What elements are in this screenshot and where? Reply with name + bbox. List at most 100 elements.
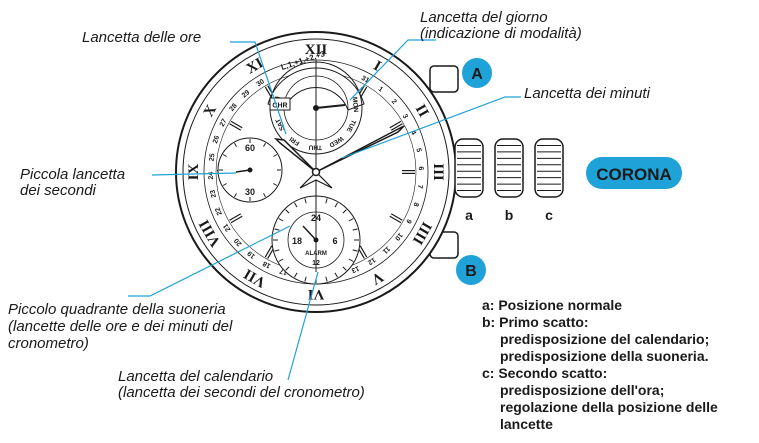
legend-b-title: b: Primo scatto: (482, 314, 589, 330)
alarm-tick (352, 228, 358, 231)
roman-numeral: III (430, 163, 446, 181)
day-label: MON (351, 97, 359, 113)
leader-calendar-hand (287, 271, 319, 381)
alarm-tick (274, 228, 280, 231)
pusher-a-label: A (471, 66, 483, 83)
crown-label-a: a (465, 207, 473, 223)
small-seconds-60: 60 (245, 143, 255, 153)
callout-calendar-hand-2: (lancetta dei secondi del cronometro) (118, 384, 365, 401)
alarm-tick (342, 209, 347, 214)
alarm-tick (274, 249, 280, 252)
leader-small-seconds (151, 172, 237, 176)
crown-position-c (534, 138, 564, 198)
legend-a: a: Posizione normale (482, 297, 622, 313)
leader-day-hand (349, 39, 436, 101)
main-hands (273, 60, 405, 272)
date-number: 19 (246, 249, 257, 259)
corona-badge (586, 157, 682, 189)
callout-hour-hand: Lancetta delle ore (82, 29, 201, 46)
date-number: 9 (404, 218, 412, 225)
seconds-tick (222, 154, 227, 157)
date-number: 31 (360, 75, 370, 85)
seconds-tick (263, 142, 266, 147)
date-number: 11 (381, 245, 391, 255)
date-number: 10 (393, 231, 403, 242)
alarm-tick (325, 276, 328, 282)
legend-b-2: predisposizione della suoneria. (500, 348, 709, 364)
leader-minute-hand (341, 96, 521, 159)
hour-hand (273, 137, 317, 173)
day-hand (315, 104, 346, 109)
callout-alarm-dial-1: Piccolo quadrante della suoneria (8, 301, 226, 318)
alarm-tick (352, 249, 358, 252)
date-number: 23 (210, 189, 218, 198)
callout-day-hand-2: (indicazione di modalità) (420, 25, 582, 42)
seconds-tick (263, 193, 266, 198)
crown-positions: a b c (454, 138, 564, 223)
date-number: 7 (416, 184, 423, 189)
date-number: 30 (255, 78, 265, 88)
alarm-tick (304, 276, 307, 282)
alarm-hour-hand (302, 225, 317, 241)
mode-label: CHR (272, 103, 287, 110)
alarm-tick (294, 202, 298, 208)
callout-calendar-hand-1: Lancetta del calendario (118, 368, 273, 385)
pusher-b-badge (456, 255, 486, 285)
day-label: THU (308, 143, 322, 150)
day-label: SAT (275, 117, 287, 131)
alarm-tick (334, 202, 338, 208)
date-number: 18 (262, 259, 272, 269)
legend-c-3: lancette (500, 416, 553, 432)
date-number: 2 (390, 98, 398, 106)
date-number: 1 (377, 86, 384, 94)
date-number: 26 (212, 135, 221, 145)
alarm-tick (334, 272, 338, 278)
callout-day-hand-1: Lancetta del giorno (420, 9, 548, 26)
date-number: 13 (350, 264, 360, 273)
callout-small-seconds-2: dei secondi (20, 182, 97, 199)
alarm-tick (325, 198, 328, 204)
alarm-18: 18 (292, 236, 302, 246)
roman-numeral: IX (186, 163, 202, 180)
alarm-tick (348, 218, 354, 222)
alarm-6: 6 (332, 236, 337, 246)
alarm-tick (278, 218, 284, 222)
date-number: 28 (228, 102, 238, 113)
center-pivot (311, 167, 321, 177)
date-number: 25 (209, 153, 217, 162)
date-number: 24 (208, 172, 215, 180)
corona-label: CORONA (596, 165, 672, 184)
roman-numeral: XII (305, 42, 328, 58)
date-number: 20 (233, 237, 243, 248)
alarm-tick (342, 266, 347, 271)
callout-alarm-dial-2: (lancette delle ore e dei minuti del (8, 318, 233, 335)
date-number: 27 (219, 118, 229, 128)
date-number: 12 (366, 256, 376, 266)
legend-b-1: predisposizione del calendario; (500, 331, 709, 347)
minute-hand (315, 125, 405, 173)
alarm-tick (304, 198, 307, 204)
pusher-a (429, 65, 459, 93)
alarm-tick (285, 266, 290, 271)
seconds-tick (234, 142, 237, 147)
small-seconds-subdial: 60 30 (217, 137, 283, 203)
bezel-inner (182, 38, 450, 306)
seconds-tick (273, 154, 278, 157)
date-number: 22 (214, 206, 223, 216)
alarm-tick (285, 209, 290, 214)
alarm-tick (294, 272, 298, 278)
legend-c-title: c: Secondo scatto: (482, 365, 607, 381)
leader-hour-hand (230, 41, 287, 135)
pusher-a-badge (462, 58, 492, 88)
seconds-tick (234, 193, 237, 198)
legend-c-1: predisposizione dell'ora; (500, 382, 664, 398)
callout-alarm-dial-3: cronometro) (8, 335, 89, 352)
day-label: FRI (288, 135, 301, 147)
date-number: 6 (417, 166, 424, 170)
alarm-tick (278, 258, 284, 262)
date-number: 17 (279, 267, 289, 276)
leader-alarm-dial (128, 225, 291, 297)
crown-position-a (454, 138, 484, 198)
small-seconds-30: 30 (245, 187, 255, 197)
callout-minute-hand: Lancetta dei minuti (524, 85, 651, 102)
